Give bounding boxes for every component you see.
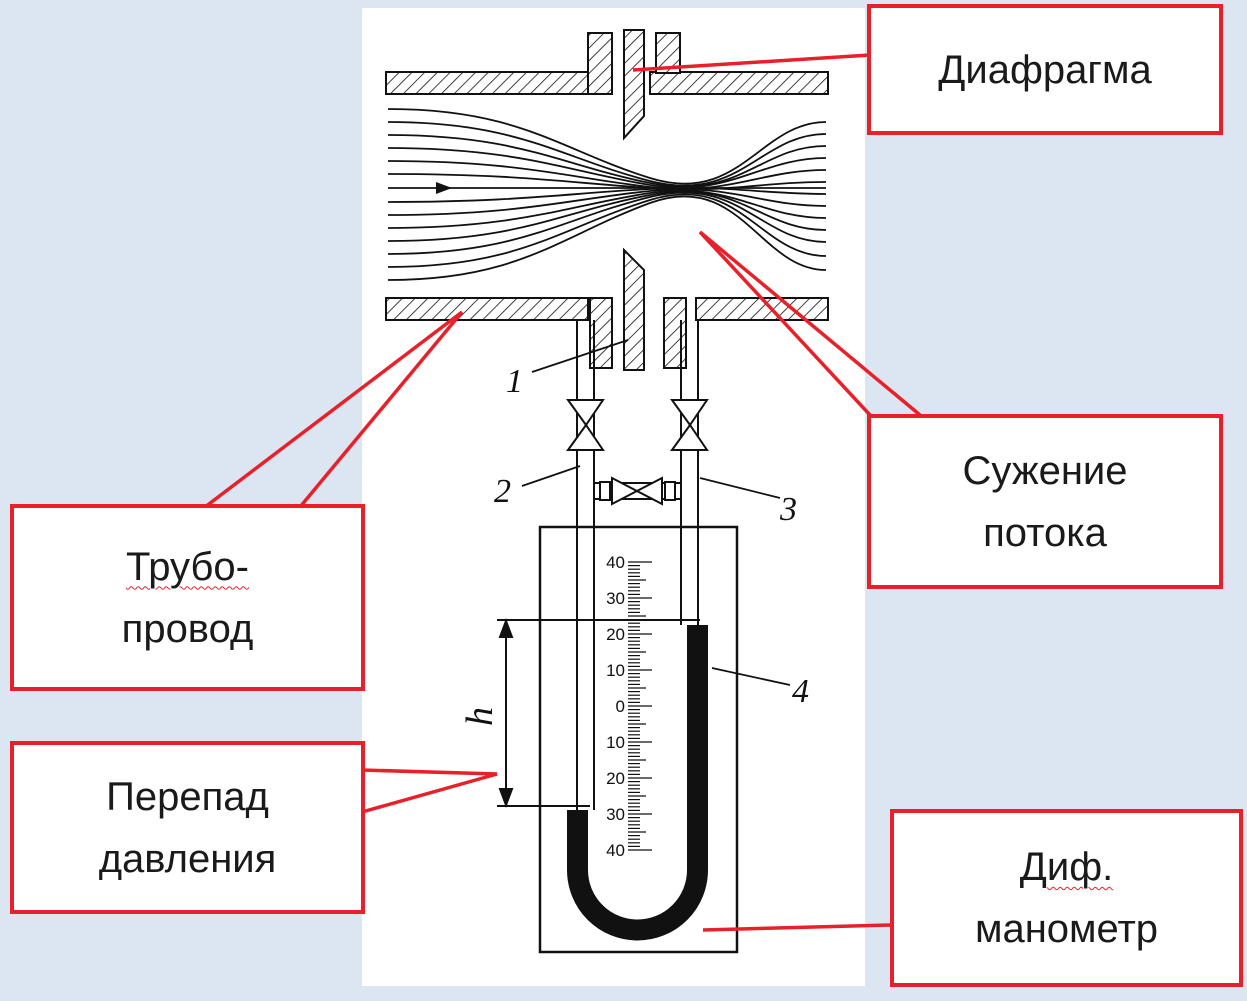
scale-tick-label: 0 <box>616 697 625 716</box>
scale-tick-label: 20 <box>606 769 625 788</box>
flow-narrowing-label-line2: потока <box>983 510 1107 555</box>
part-number-3: 3 <box>779 491 797 528</box>
scale-tick-label: 10 <box>606 733 625 752</box>
pipeline-label-line2: провод <box>121 606 254 651</box>
u-tube <box>567 625 708 941</box>
scale-tick-label: 40 <box>606 841 625 860</box>
flow-streamlines <box>387 108 827 281</box>
part-leaders <box>521 339 791 686</box>
bypass-valve-icon <box>594 476 681 506</box>
part-number-2: 2 <box>494 473 511 510</box>
callout-diaphragm: Диафрагма <box>867 4 1223 135</box>
scale-tick-label: 20 <box>606 625 625 644</box>
callout-leaders <box>203 53 922 932</box>
part-number-1: 1 <box>506 363 523 400</box>
pressure-drop-label-line1: Перепад <box>106 774 269 819</box>
pressure-drop-label-line2: давления <box>98 836 277 881</box>
scale-tick-label: 30 <box>606 589 625 608</box>
callout-dif-manometer: Диф. манометр <box>890 809 1243 987</box>
callout-pressure-drop: Перепад давления <box>10 741 365 914</box>
diaphragm-label: Диафрагма <box>938 47 1152 92</box>
flow-narrowing-label-line1: Сужение <box>962 448 1128 493</box>
scale-tick-label: 10 <box>606 661 625 680</box>
dif-manometer-label-line1: Диф. <box>1019 845 1114 889</box>
manometer-housing <box>538 525 739 954</box>
callout-pipeline: Трубо- провод <box>10 504 365 691</box>
manometer-scale: 40 30 20 10 0 10 20 30 40 <box>606 553 652 860</box>
flow-arrow-icon <box>436 182 452 194</box>
dif-manometer-label-line2: манометр <box>974 907 1159 951</box>
scale-tick-label: 30 <box>606 805 625 824</box>
scale-tick-label: 40 <box>606 553 625 572</box>
part-number-4: 4 <box>792 673 809 710</box>
pipeline-label-line1: Трубо- <box>126 544 249 589</box>
height-label: h <box>459 707 501 726</box>
callout-flow-narrowing: Сужение потока <box>867 414 1223 589</box>
valve-icon <box>566 399 709 451</box>
pipe-walls <box>385 32 829 321</box>
height-dimension <box>497 618 700 808</box>
